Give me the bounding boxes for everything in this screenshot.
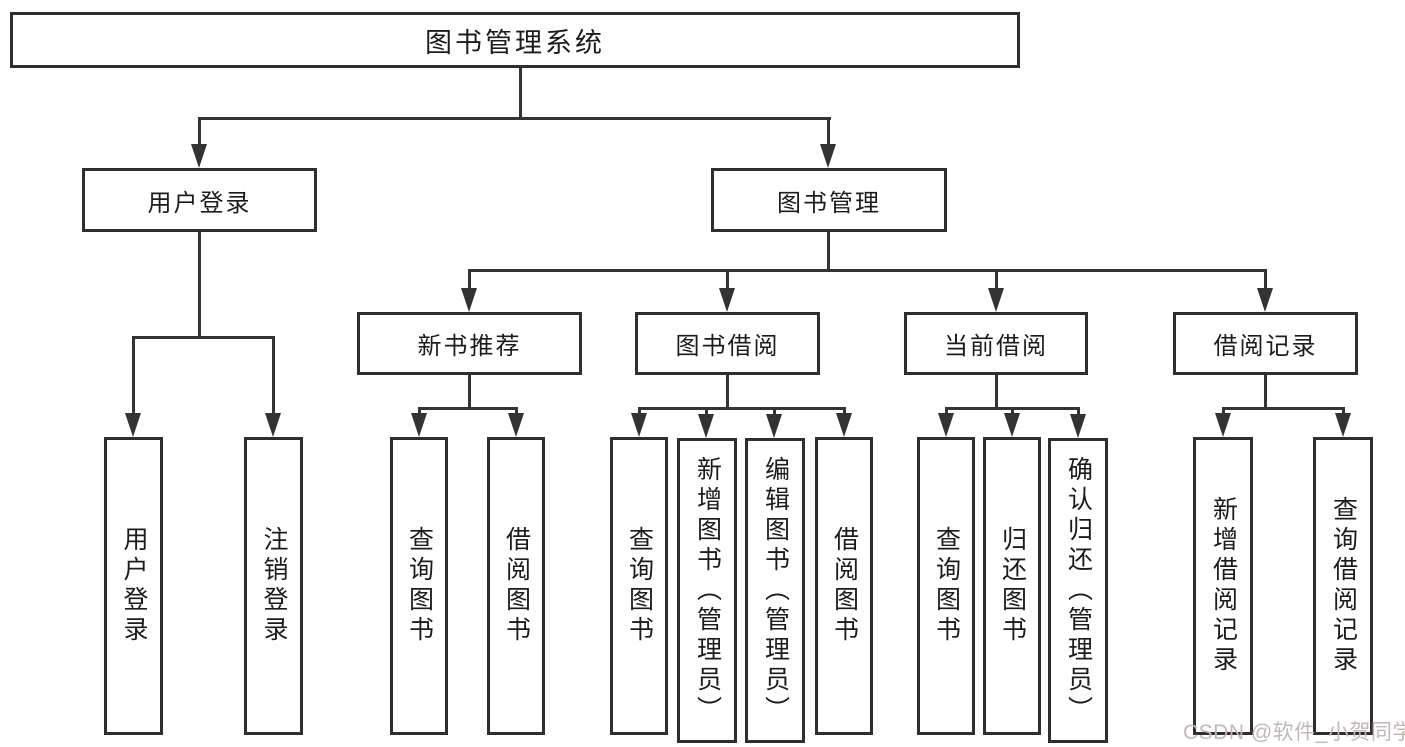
- leaf-edit-book-admin: 编辑图书（管理员）: [745, 438, 805, 743]
- connector-line: [638, 407, 846, 410]
- connector-line: [519, 68, 522, 118]
- leaf-query-books: 查询图书: [917, 437, 975, 735]
- node-label: 图书管理系统: [425, 27, 605, 58]
- arrow-down-icon: [820, 144, 836, 168]
- connector-line: [468, 269, 471, 293]
- connector-line: [705, 407, 708, 420]
- node-book-management: 图书管理: [711, 168, 947, 232]
- leaf-borrow-books: 借阅图书: [487, 437, 545, 735]
- connector-line: [726, 269, 729, 293]
- arrow-down-icon: [1215, 413, 1231, 437]
- leaf-borrow-books: 借阅图书: [815, 437, 873, 735]
- connector-line: [726, 375, 729, 409]
- arrow-down-icon: [1070, 414, 1086, 438]
- arrow-down-icon: [125, 413, 141, 437]
- node-label: 查询图书: [405, 526, 434, 646]
- arrow-down-icon: [719, 288, 735, 312]
- arrow-down-icon: [265, 413, 281, 437]
- node-label: 当前借阅: [944, 333, 1048, 360]
- arrow-down-icon: [191, 144, 207, 168]
- leaf-query-books: 查询图书: [610, 437, 668, 735]
- connector-line: [132, 336, 275, 339]
- leaf-logout: 注销登录: [244, 437, 303, 735]
- node-label: 注销登录: [260, 526, 288, 646]
- leaf-query-books: 查询图书: [390, 437, 448, 735]
- arrow-down-icon: [461, 288, 477, 312]
- node-label: 查询借阅记录: [1329, 496, 1358, 676]
- leaf-return-books: 归还图书: [983, 437, 1041, 735]
- leaf-confirm-return-admin: 确认归还（管理员）: [1048, 438, 1108, 743]
- node-borrowing-records: 借阅记录: [1173, 312, 1358, 375]
- node-label: 借阅图书: [830, 526, 859, 646]
- arrow-down-icon: [1004, 413, 1020, 437]
- leaf-add-borrow-record: 新增借阅记录: [1193, 437, 1253, 735]
- connector-line: [1077, 407, 1080, 420]
- connector-line: [773, 407, 776, 420]
- arrow-down-icon: [766, 414, 782, 438]
- node-label: 用户登录: [120, 526, 148, 646]
- connector-line: [995, 269, 998, 293]
- arrow-down-icon: [836, 413, 852, 437]
- node-label: 确认归还（管理员）: [1064, 455, 1093, 726]
- connector-line: [418, 407, 518, 410]
- node-label: 查询图书: [625, 526, 654, 646]
- node-library-system: 图书管理系统: [10, 12, 1020, 68]
- connector-line: [1264, 375, 1267, 409]
- connector-line: [198, 117, 831, 120]
- leaf-add-book-admin: 新增图书（管理员）: [677, 438, 737, 743]
- node-label: 新书推荐: [417, 333, 522, 360]
- node-user-login: 用户登录: [82, 168, 317, 232]
- arrow-down-icon: [698, 414, 714, 438]
- connector-line: [1264, 269, 1267, 293]
- connector-line: [198, 117, 201, 147]
- csdn-watermark: CSDN @软件_小贺同学: [1183, 721, 1405, 744]
- node-new-book-recommend: 新书推荐: [357, 312, 582, 375]
- leaf-query-borrow-record: 查询借阅记录: [1313, 437, 1373, 735]
- connector-line: [468, 375, 471, 409]
- node-label: 归还图书: [998, 526, 1027, 646]
- arrow-down-icon: [1335, 413, 1351, 437]
- node-label: 新增图书（管理员）: [693, 455, 722, 726]
- node-current-borrowing: 当前借阅: [904, 312, 1088, 375]
- node-label: 用户登录: [147, 189, 252, 217]
- connector-line: [132, 336, 135, 418]
- connector-line: [468, 269, 1267, 272]
- node-label: 编辑图书（管理员）: [761, 455, 790, 726]
- node-label: 查询图书: [932, 526, 961, 646]
- leaf-user-login: 用户登录: [104, 437, 163, 735]
- node-label: 图书借阅: [675, 333, 780, 360]
- node-label: 借阅图书: [502, 526, 531, 646]
- connector-line: [827, 117, 830, 147]
- arrow-down-icon: [938, 413, 954, 437]
- arrow-down-icon: [1257, 288, 1273, 312]
- node-label: 借阅记录: [1213, 333, 1318, 360]
- connector-line: [272, 336, 275, 418]
- node-label: 图书管理: [777, 189, 881, 217]
- connector-line: [827, 232, 830, 271]
- arrow-down-icon: [508, 413, 524, 437]
- connector-line: [198, 232, 201, 337]
- node-book-borrowing: 图书借阅: [635, 312, 820, 375]
- connector-line: [995, 375, 998, 409]
- arrow-down-icon: [988, 288, 1004, 312]
- connector-line: [1222, 407, 1345, 410]
- arrow-down-icon: [411, 413, 427, 437]
- node-label: 新增借阅记录: [1209, 496, 1238, 676]
- arrow-down-icon: [631, 413, 647, 437]
